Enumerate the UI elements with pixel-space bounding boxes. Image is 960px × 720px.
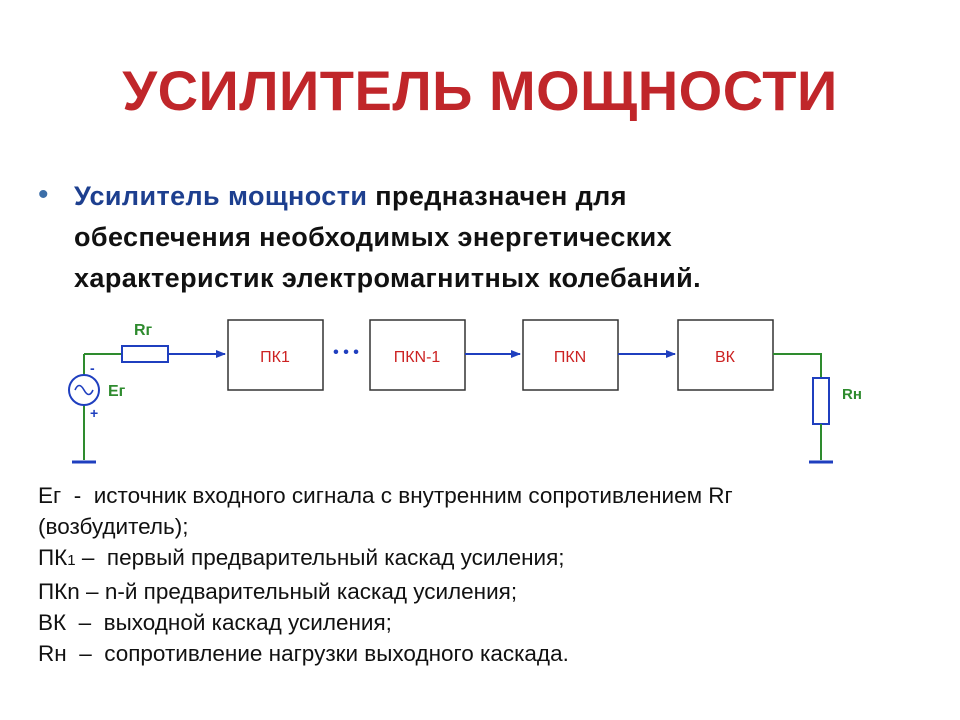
rn-label: Rн bbox=[842, 386, 862, 403]
block-pkn-label: ПКN bbox=[554, 349, 586, 366]
sine-wave-icon bbox=[74, 384, 94, 396]
bullet-line-2: обеспечения необходимых энергетических bbox=[74, 222, 673, 252]
block-pkn-1 bbox=[369, 319, 466, 391]
bullet-line-1-rest: предназначен для bbox=[367, 181, 627, 211]
legend-term: ПКn bbox=[38, 579, 80, 604]
rg-resistor bbox=[121, 345, 169, 363]
amplifier-block-diagram: - + Eг Rг ПК1 • • • ПКN-1 ПКN ВК Rн bbox=[68, 319, 862, 464]
block-vk-label: ВК bbox=[715, 349, 736, 366]
generator-plus-label: + bbox=[90, 405, 98, 421]
legend-term: Rн bbox=[38, 641, 67, 666]
legend-sep: – bbox=[79, 579, 105, 604]
legend: Eг - источник входного сигнала с внутрен… bbox=[38, 480, 938, 669]
legend-text: источник входного сигнала с внутренним с… bbox=[93, 483, 733, 508]
rg-label: Rг bbox=[134, 322, 153, 339]
rn-resistor bbox=[812, 377, 830, 425]
legend-item-eg: Eг - источник входного сигнала с внутрен… bbox=[38, 480, 938, 511]
bullet-dot-icon: • bbox=[38, 178, 49, 211]
block-pk1-label: ПК1 bbox=[260, 349, 290, 366]
legend-sep: – bbox=[75, 545, 107, 570]
legend-text: первый предварительный каскад усиления; bbox=[106, 545, 565, 570]
legend-text: сопротивление нагрузки выходного каскада… bbox=[104, 641, 569, 666]
output-wire bbox=[773, 353, 822, 378]
slide-title: УСИЛИТЕЛЬ МОЩНОСТИ bbox=[122, 59, 838, 122]
bullet-line-3: характеристик электромагнитных колебаний… bbox=[74, 263, 702, 293]
legend-term-subscript: 1 bbox=[67, 552, 76, 569]
legend-item-eg-cont: (возбудитель); bbox=[38, 511, 938, 542]
block-pkn-1-label: ПКN-1 bbox=[394, 349, 441, 366]
legend-term: ПК bbox=[38, 545, 68, 570]
legend-sep: – bbox=[66, 610, 104, 635]
legend-text: n-й предварительный каскад усиления; bbox=[104, 579, 518, 604]
legend-text: (возбудитель); bbox=[38, 514, 189, 539]
legend-term: ВК bbox=[38, 610, 67, 635]
block-pk1 bbox=[227, 319, 324, 391]
bullet-highlight: Усилитель мощности bbox=[74, 181, 368, 211]
bullet-text: Усилитель мощности предназначен для обес… bbox=[74, 176, 914, 299]
legend-term: Eг bbox=[38, 483, 62, 508]
legend-item-rn: Rн – сопротивление нагрузки выходного ка… bbox=[38, 638, 938, 669]
legend-sep: - bbox=[61, 483, 94, 508]
legend-text: выходной каскад усиления; bbox=[103, 610, 392, 635]
generator-minus-label: - bbox=[90, 360, 95, 376]
legend-item-pkn: ПКn – n-й предварительный каскад усилени… bbox=[38, 576, 938, 607]
legend-item-vk: ВК – выходной каскад усиления; bbox=[38, 607, 938, 638]
legend-sep: – bbox=[66, 641, 105, 666]
legend-item-pk1: ПК1 – первый предварительный каскад усил… bbox=[38, 542, 938, 576]
eg-label: Eг bbox=[108, 383, 126, 400]
ellipsis-dots: • • • bbox=[333, 344, 359, 361]
